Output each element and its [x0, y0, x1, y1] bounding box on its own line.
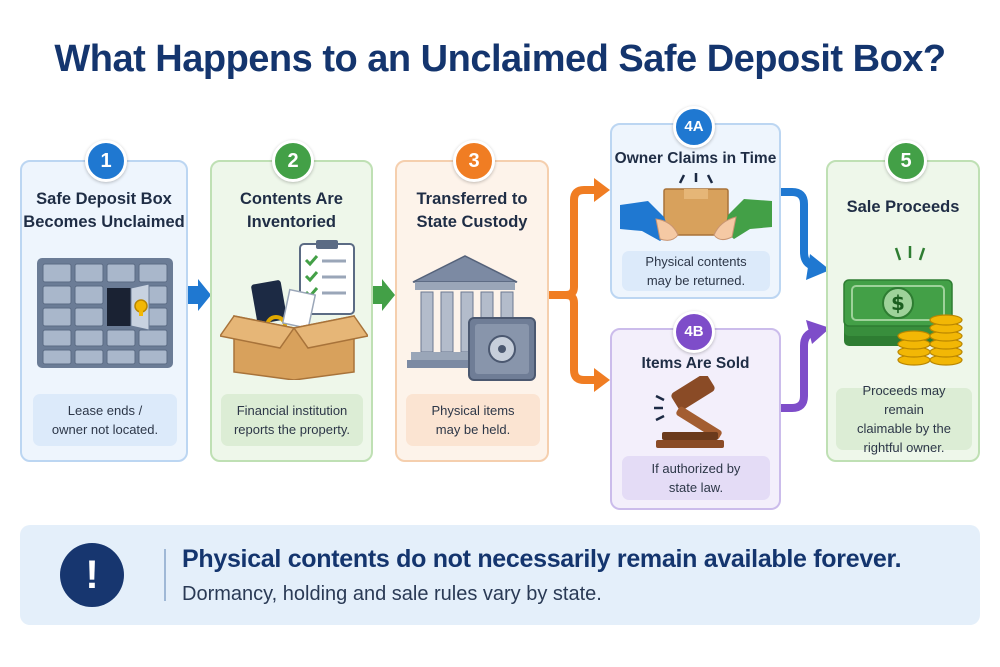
bank-vault-lockers-icon	[37, 258, 173, 368]
step-4b-badge: 4B	[673, 311, 715, 353]
step-5-card: Sale Proceeds $ Proceeds may remain clai…	[826, 160, 980, 462]
arrow-1-to-2	[187, 279, 211, 311]
step-3-note: Physical items may be held.	[406, 394, 540, 446]
page-title: What Happens to an Unclaimed Safe Deposi…	[54, 38, 946, 80]
step-1-note: Lease ends / owner not located.	[33, 394, 177, 446]
step-1-card: Safe Deposit Box Becomes Unclaimed Lease…	[20, 160, 188, 462]
arrow-4a-to-5	[781, 188, 816, 270]
step-4b-title: Items Are Sold	[641, 355, 750, 372]
arrow-4b-to-5	[781, 328, 816, 412]
step-3-card: Transferred to State Custody Physical it…	[395, 160, 549, 462]
step-1-title: Safe Deposit Box Becomes Unclaimed	[23, 190, 185, 231]
exclamation-icon: !	[60, 543, 124, 607]
step-4b-note: If authorized by state law.	[622, 456, 770, 500]
box-clipboard-icon	[220, 240, 368, 380]
svg-text:$: $	[891, 291, 905, 315]
step-4a-badge: 4A	[673, 106, 715, 148]
banner-divider	[164, 549, 166, 601]
money-coins-icon: $	[843, 246, 963, 366]
step-4a-title: Owner Claims in Time	[614, 150, 777, 167]
arrow-2-to-3	[371, 279, 395, 311]
hands-box-icon	[620, 173, 772, 241]
banner-headline: Physical contents do not necessarily rem…	[182, 545, 902, 573]
step-1-badge: 1	[85, 140, 127, 182]
step-4b-card: Items Are Sold If authorized by state la…	[610, 328, 781, 510]
step-3-title: Transferred to State Custody	[416, 190, 528, 231]
step-2-card: Contents Are Inventoried Financial insti…	[210, 160, 373, 462]
step-5-title: Sale Proceeds	[846, 198, 960, 216]
step-3-badge: 3	[453, 140, 495, 182]
state-building-safe-icon	[407, 255, 536, 381]
step-5-badge: 5	[885, 140, 927, 182]
step-2-note: Financial institution reports the proper…	[221, 394, 363, 446]
step-5-note: Proceeds may remain claimable by the rig…	[836, 383, 972, 455]
step-2-badge: 2	[272, 140, 314, 182]
arrow-3-to-4b	[565, 291, 596, 384]
banner-subtext: Dormancy, holding and sale rules vary by…	[182, 583, 602, 605]
step-2-title: Contents Are Inventoried	[240, 190, 343, 231]
warning-banner: ! Physical contents do not necessarily r…	[20, 525, 980, 625]
step-4a-card: Owner Claims in Time Physical contents m…	[610, 123, 781, 299]
gavel-icon	[654, 376, 724, 448]
arrow-3-to-4a	[549, 186, 596, 299]
step-4a-note: Physical contents may be returned.	[622, 251, 770, 291]
